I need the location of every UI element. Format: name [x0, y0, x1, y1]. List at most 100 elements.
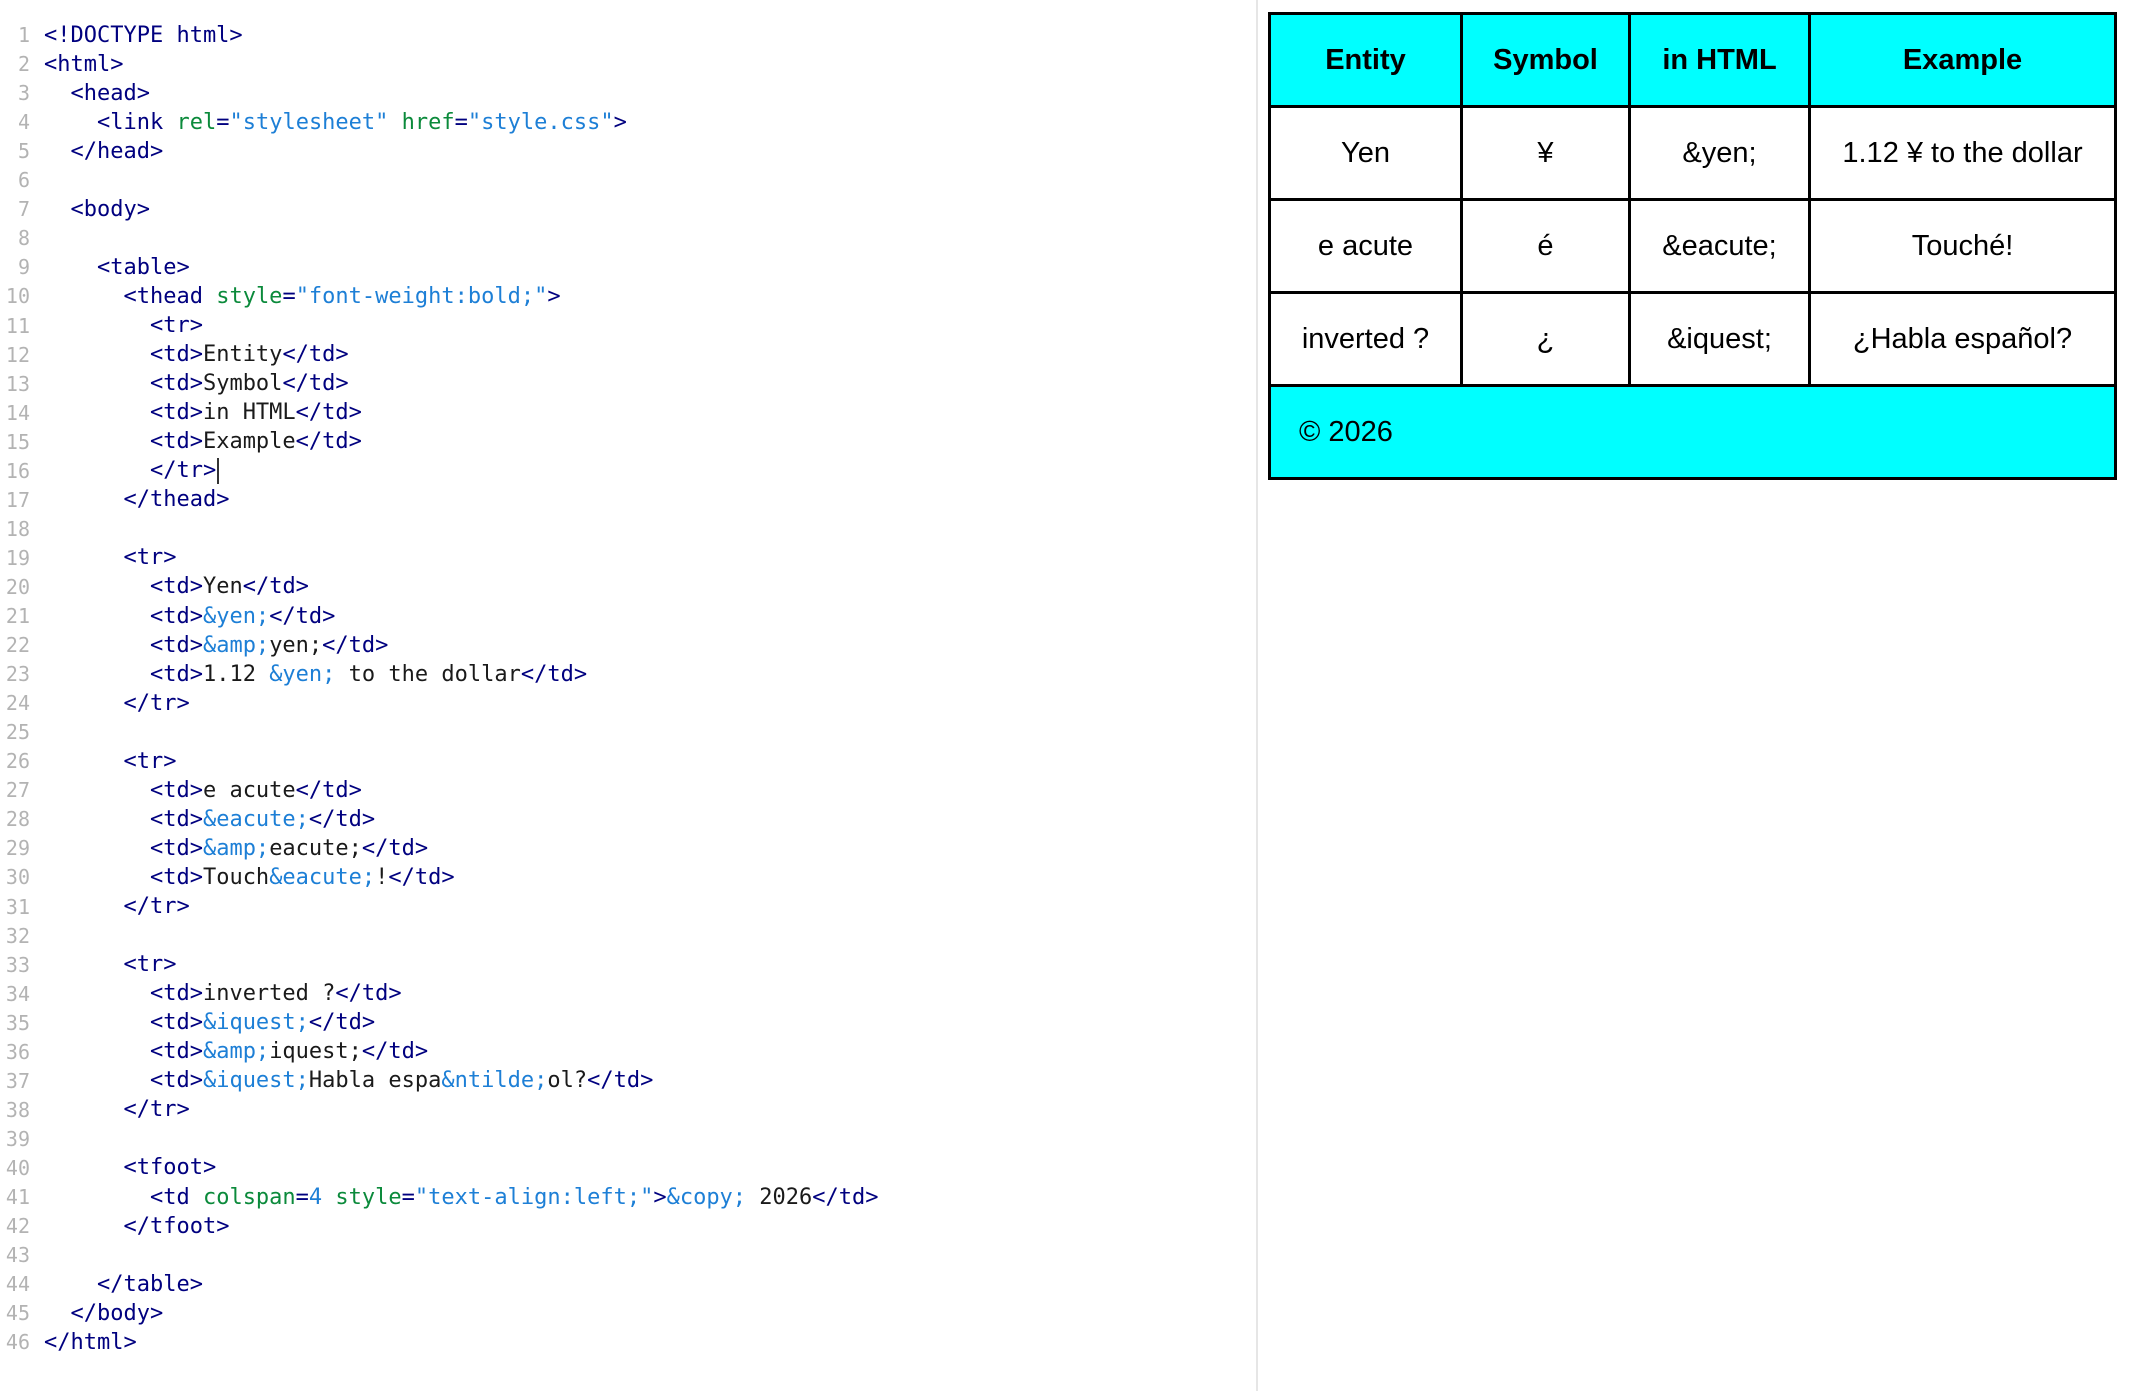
cell-in-html: &iquest; [1628, 291, 1811, 387]
code-token: Habla espa [308, 1068, 442, 1094]
code-line[interactable]: 36 <td>&amp;iquest;</td> [0, 1037, 428, 1067]
footer-row: © 2026 [1268, 384, 2117, 480]
code-token [44, 1272, 97, 1297]
code-token: iquest; [269, 1039, 362, 1065]
code-line[interactable]: 25 [0, 717, 44, 747]
code-line[interactable]: 21 <td>&yen;</td> [0, 601, 336, 631]
code-text: <thead style="font-weight:bold;"> [44, 283, 560, 309]
code-line[interactable]: 19 <tr> [0, 543, 177, 573]
code-token: </td> [322, 632, 389, 658]
code-line[interactable]: 23 <td>1.12 &yen; to the dollar</td> [0, 659, 587, 689]
code-token [44, 807, 150, 832]
code-token: <table> [96, 254, 190, 280]
header-cell-in-html: in HTML [1628, 12, 1811, 108]
code-line[interactable]: 43 [0, 1240, 44, 1270]
code-line[interactable]: 16 </tr> [0, 456, 220, 486]
code-line[interactable]: 13 <td>Symbol</td> [0, 369, 349, 399]
code-line[interactable]: 28 <td>&eacute;</td> [0, 804, 375, 834]
code-line[interactable]: 40 <tfoot> [0, 1153, 216, 1183]
line-number: 13 [5, 371, 30, 396]
code-line[interactable]: 44 </table> [0, 1269, 203, 1299]
code-text: <tfoot> [44, 1155, 216, 1180]
code-token: rel [176, 109, 217, 135]
line-number: 22 [5, 633, 30, 658]
code-token [44, 255, 97, 280]
code-line[interactable]: 4 <link rel="stylesheet" href="style.css… [0, 107, 627, 137]
code-line[interactable]: 9 <table> [0, 252, 190, 282]
code-token [44, 865, 150, 890]
code-line[interactable]: 17 </thead> [0, 485, 230, 515]
code-line[interactable]: 20 <td>Yen</td> [0, 572, 309, 602]
code-token [44, 197, 71, 222]
code-text: <td>&amp;iquest;</td> [44, 1039, 428, 1064]
code-line[interactable]: 34 <td>inverted ?</td> [0, 979, 402, 1009]
code-line[interactable]: 26 <tr> [0, 746, 177, 776]
line-number: 44 [5, 1272, 30, 1297]
code-line[interactable]: 5 </head> [0, 136, 163, 166]
code-token: </head> [70, 138, 164, 164]
code-line[interactable]: 42 </tfoot> [0, 1211, 230, 1241]
code-token: <td> [149, 981, 203, 1007]
code-line[interactable]: 11 <tr> [0, 311, 203, 341]
code-line[interactable]: 6 [0, 165, 44, 195]
code-line[interactable]: 8 [0, 223, 44, 253]
code-line[interactable]: 46</html> [0, 1327, 137, 1357]
code-token: </td> [282, 342, 349, 368]
table-row: Yen ¥ &yen; 1.12 ¥ to the dollar [1268, 105, 2117, 201]
code-line[interactable]: 38 </tr> [0, 1095, 190, 1125]
code-token: <td> [149, 632, 203, 658]
code-token: &eacute; [202, 806, 309, 832]
code-line[interactable]: 10 <thead style="font-weight:bold;"> [0, 281, 561, 311]
code-line[interactable]: 41 <td colspan=4 style="text-align:left;… [0, 1182, 879, 1212]
code-token [44, 749, 123, 774]
code-token: </td> [520, 661, 588, 687]
code-token: <head> [70, 80, 150, 106]
line-number: 31 [5, 894, 30, 919]
code-line[interactable]: 22 <td>&amp;yen;</td> [0, 630, 389, 660]
code-line[interactable]: 39 [0, 1124, 44, 1154]
cell-in-html: &eacute; [1628, 198, 1811, 294]
code-text: <td>&eacute;</td> [44, 807, 375, 832]
code-line[interactable]: 12 <td>Entity</td> [0, 340, 349, 370]
line-number: 35 [5, 1010, 30, 1035]
code-text: <td>Entity</td> [44, 342, 349, 367]
code-token [44, 487, 123, 512]
line-number: 40 [5, 1155, 30, 1180]
code-token: <body> [70, 196, 150, 222]
code-text: <td>Yen</td> [44, 574, 309, 599]
code-line[interactable]: 37 <td>&iquest;Habla espa&ntilde;ol?</td… [0, 1066, 653, 1096]
code-token [44, 1214, 123, 1239]
code-token: style [335, 1184, 402, 1210]
code-token: yen; [269, 632, 323, 658]
code-line[interactable]: 7 <body> [0, 194, 150, 224]
header-row: Entity Symbol in HTML Example [1268, 12, 2117, 108]
code-token: colspan [202, 1184, 296, 1210]
code-line[interactable]: 1<!DOCTYPE html> [0, 20, 243, 50]
code-line[interactable]: 27 <td>e acute</td> [0, 775, 362, 805]
code-token: <td> [149, 1010, 203, 1036]
code-token: <thead [123, 283, 217, 309]
code-token [44, 400, 150, 425]
code-token: Touch [202, 864, 270, 890]
code-line[interactable]: 45 </body> [0, 1298, 163, 1328]
code-editor[interactable]: 1<!DOCTYPE html>2<html>3 <head>4 <link r… [0, 0, 1258, 1391]
code-line[interactable]: 15 <td>Example</td> [0, 427, 362, 457]
code-line[interactable]: 24 </tr> [0, 688, 190, 718]
code-line[interactable]: 3 <head> [0, 78, 150, 108]
code-token: <td> [149, 835, 203, 861]
code-line[interactable]: 32 [0, 921, 44, 951]
line-number: 18 [5, 516, 30, 541]
line-number: 26 [5, 749, 30, 774]
code-line[interactable]: 29 <td>&amp;eacute;</td> [0, 833, 428, 863]
code-line[interactable]: 2<html> [0, 49, 124, 79]
code-line[interactable]: 14 <td>in HTML</td> [0, 398, 362, 428]
code-line[interactable]: 33 <tr> [0, 950, 177, 980]
code-line[interactable]: 30 <td>Touch&eacute;!</td> [0, 862, 455, 892]
code-line[interactable]: 18 [0, 514, 44, 544]
code-token [44, 604, 150, 629]
code-text: </head> [44, 138, 164, 164]
code-line[interactable]: 35 <td>&iquest;</td> [0, 1008, 375, 1038]
code-token: "text-align:left;" [414, 1184, 654, 1210]
code-line[interactable]: 31 </tr> [0, 892, 190, 922]
code-token: </td> [587, 1068, 654, 1094]
